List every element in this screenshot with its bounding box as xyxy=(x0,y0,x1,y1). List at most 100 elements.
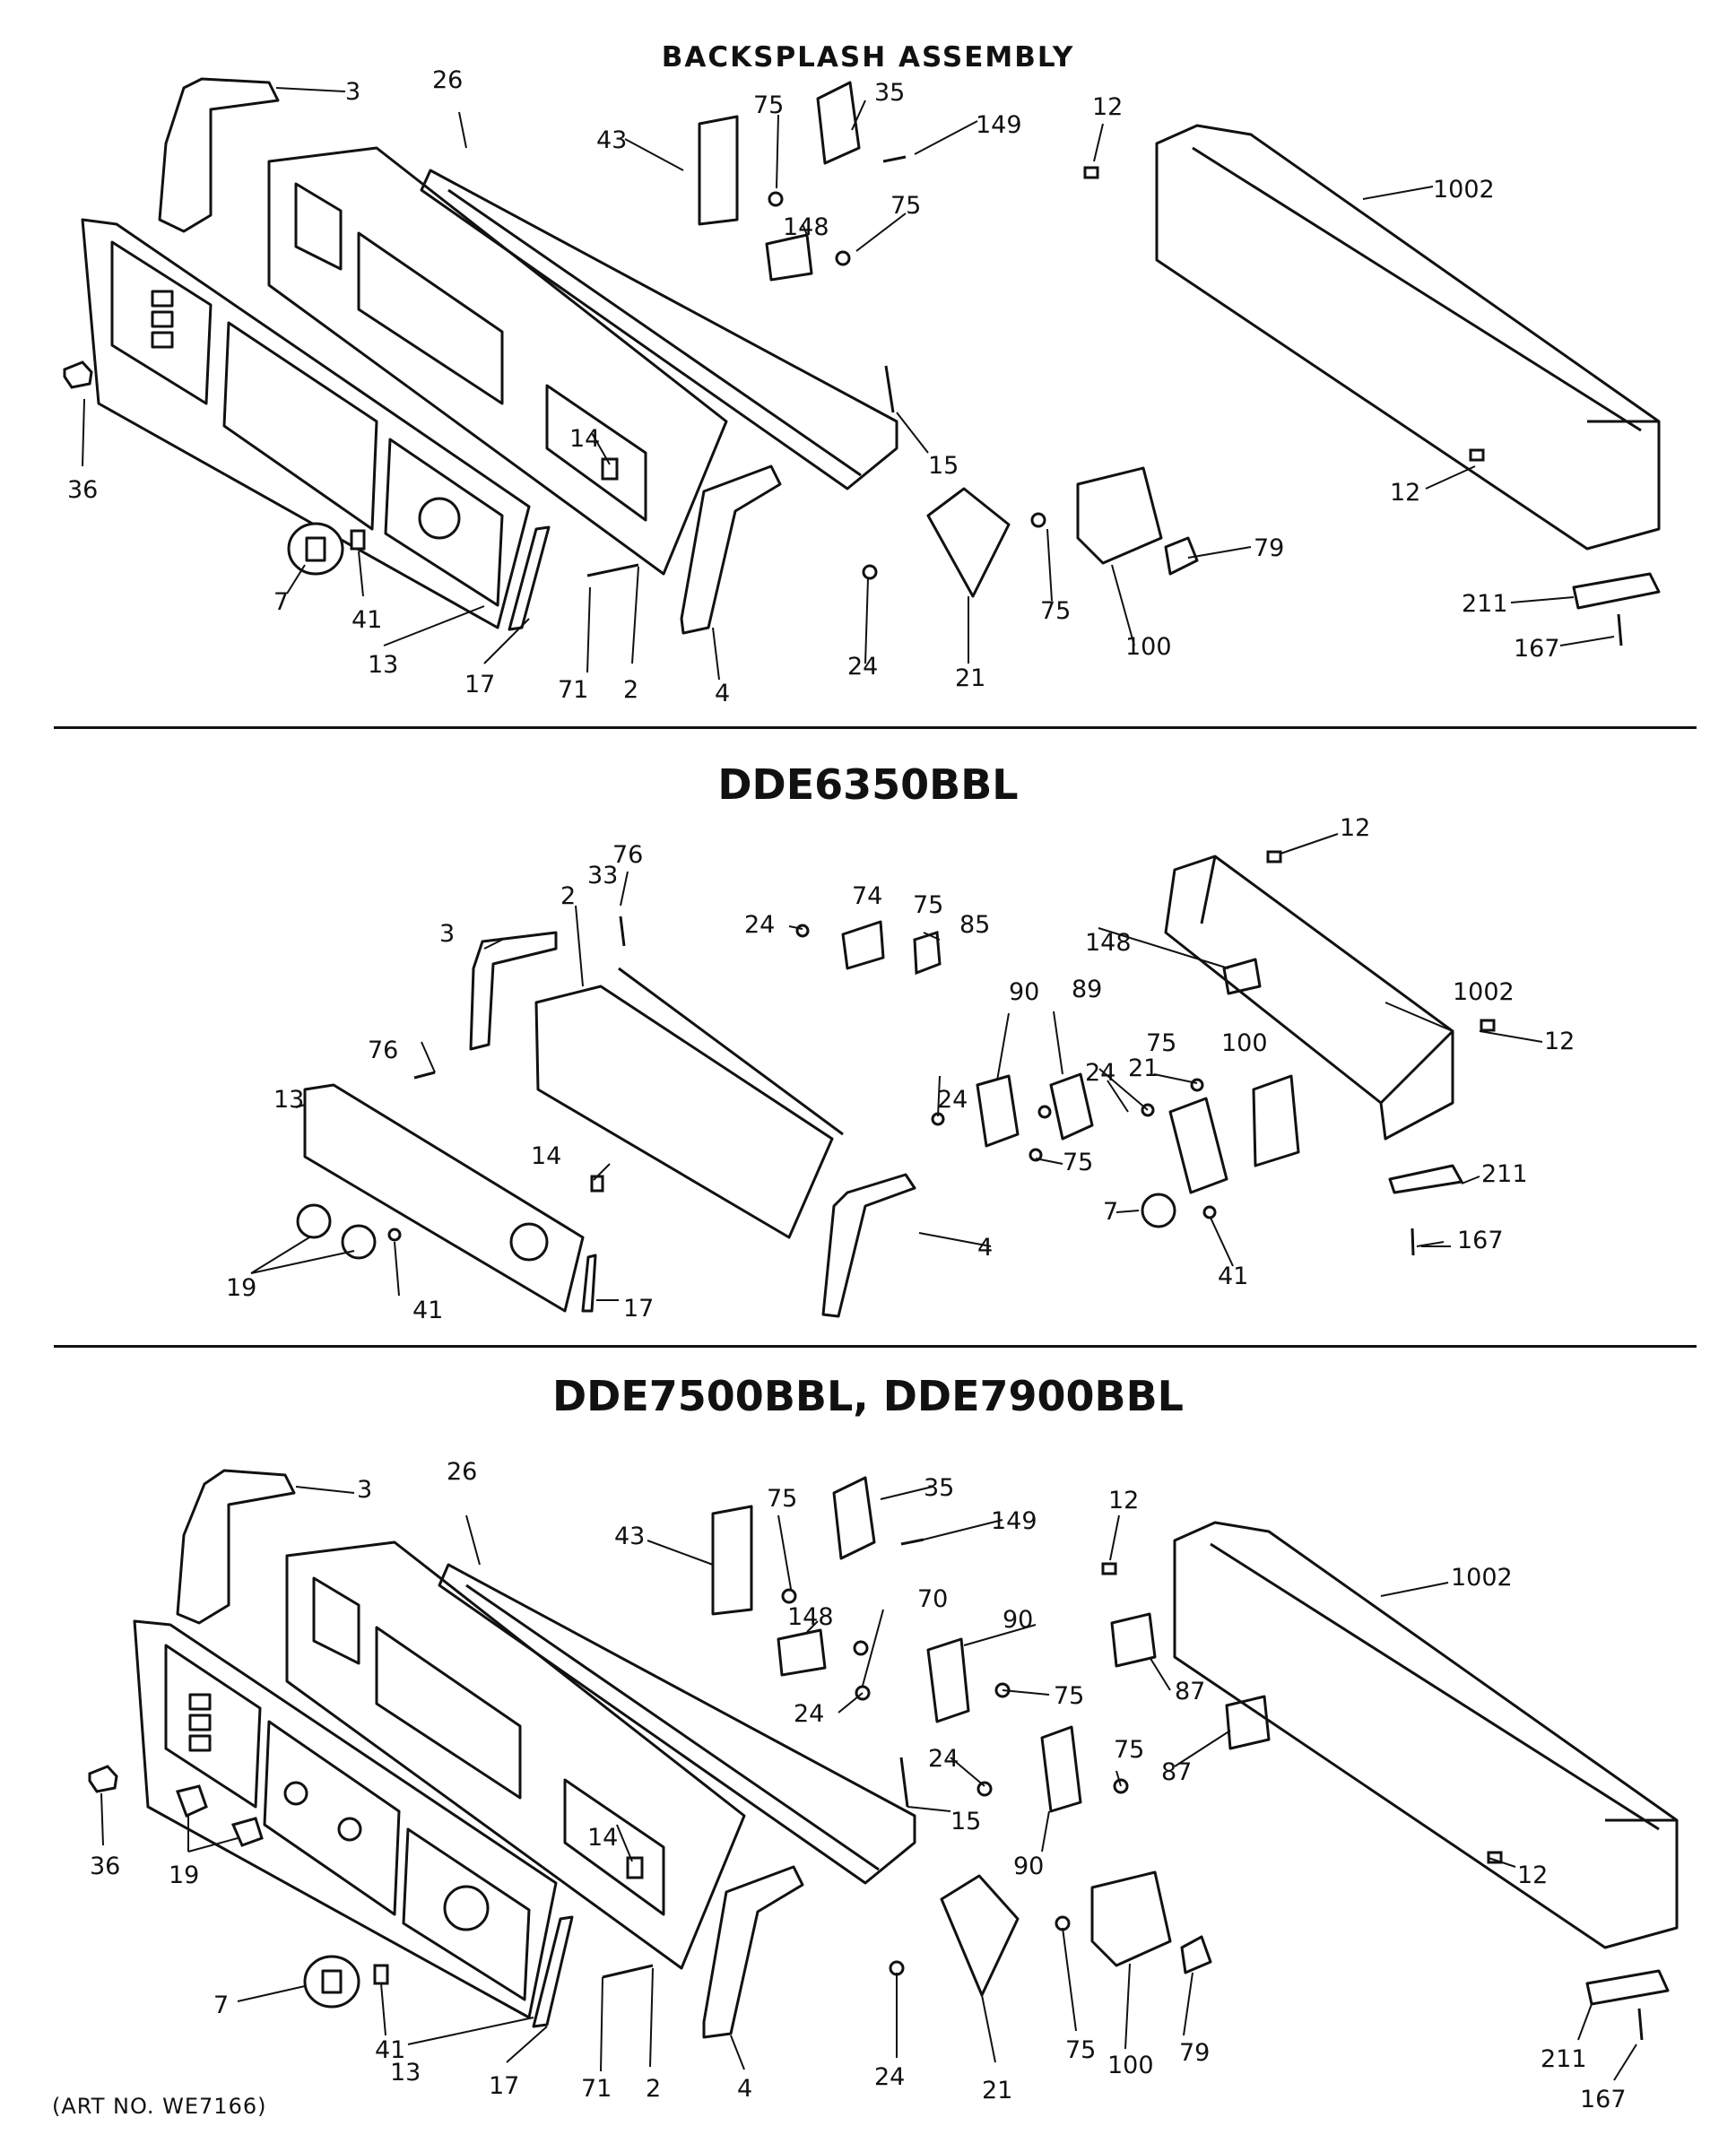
label-74: 74 xyxy=(852,882,882,910)
label-35: 35 xyxy=(874,79,905,107)
model-title-b: DDE7500BBL, DDE7900BBL xyxy=(552,1372,1184,1420)
label-43: 43 xyxy=(614,1523,645,1550)
label-87b: 87 xyxy=(1161,1758,1192,1786)
part-plate-90 xyxy=(926,1637,970,1723)
label-75: 75 xyxy=(753,91,784,119)
part-bracket xyxy=(532,1915,574,2028)
part-console-frame xyxy=(285,1540,746,1970)
label-17: 17 xyxy=(623,1295,654,1323)
label-12: 12 xyxy=(1092,93,1123,121)
model-title-a: DDE6350BBL xyxy=(717,760,1019,809)
label-7: 7 xyxy=(1103,1198,1118,1226)
label-167: 167 xyxy=(1457,1227,1504,1254)
label-3: 3 xyxy=(345,78,360,106)
label-148: 148 xyxy=(1085,929,1132,957)
label-13: 13 xyxy=(368,651,398,679)
label-167: 167 xyxy=(1580,2086,1627,2113)
label-1002: 1002 xyxy=(1433,176,1495,204)
part-plate-21 xyxy=(1168,1097,1228,1194)
part-148 xyxy=(1222,958,1262,995)
part-spring xyxy=(373,1964,389,1985)
label-148: 148 xyxy=(787,1603,834,1631)
label-21: 21 xyxy=(1128,1054,1159,1082)
part-timer xyxy=(1076,466,1163,565)
label-3: 3 xyxy=(439,920,455,948)
label-90b: 90 xyxy=(1013,1853,1044,1880)
part-timer xyxy=(1090,1870,1172,1967)
label-24c: 24 xyxy=(874,2063,905,2091)
label-2: 2 xyxy=(646,2075,661,2103)
label-2: 2 xyxy=(623,676,638,704)
label-41: 41 xyxy=(352,606,382,634)
part-knob-19 xyxy=(296,1203,332,1239)
label-36: 36 xyxy=(90,1853,120,1880)
part-end-cap-left xyxy=(469,931,558,1051)
label-19: 19 xyxy=(226,1274,256,1302)
part-end-cap-right xyxy=(702,1865,804,2039)
part-plate-21 xyxy=(940,1874,1020,1997)
part-switch xyxy=(832,1476,876,1560)
part-clip xyxy=(63,360,93,389)
part-spring xyxy=(350,529,366,551)
part-hinge-bracket xyxy=(1388,1164,1463,1194)
label-167: 167 xyxy=(1514,635,1560,663)
part-bracket xyxy=(508,525,551,631)
label-211: 211 xyxy=(1541,2045,1587,2073)
label-87: 87 xyxy=(1175,1678,1205,1705)
label-24: 24 xyxy=(847,653,878,681)
label-89: 89 xyxy=(1072,976,1102,1003)
label-75b: 75 xyxy=(1054,1682,1084,1710)
section-divider xyxy=(54,1345,1697,1348)
part-bracket-43 xyxy=(698,115,739,226)
label-2: 2 xyxy=(560,882,576,910)
part-bracket xyxy=(581,1254,597,1313)
part-rear-panel xyxy=(1155,124,1661,551)
label-75: 75 xyxy=(913,891,943,919)
part-79 xyxy=(1180,1935,1212,1974)
label-79: 79 xyxy=(1254,534,1284,562)
part-switch xyxy=(816,81,861,165)
part-clip-small xyxy=(601,457,619,481)
part-end-cap-right xyxy=(680,464,782,635)
label-211: 211 xyxy=(1481,1160,1528,1188)
label-71: 71 xyxy=(581,2075,612,2103)
part-console-frame xyxy=(534,985,834,1239)
label-12: 12 xyxy=(1340,814,1370,842)
label-75c: 75 xyxy=(1114,1736,1144,1764)
section-divider xyxy=(54,726,1697,729)
label-4: 4 xyxy=(737,2075,752,2103)
label-24: 24 xyxy=(744,911,775,939)
part-timer xyxy=(1252,1074,1300,1167)
label-41b: 41 xyxy=(412,1297,443,1324)
label-15: 15 xyxy=(928,452,959,480)
section-backsplash-assembly: 3 26 43 75 35 149 12 1002 148 75 15 36 1… xyxy=(63,66,1661,707)
part-rear-panel xyxy=(1164,855,1454,1141)
label-3: 3 xyxy=(357,1476,372,1504)
part-knob-19 xyxy=(341,1224,377,1260)
label-24: 24 xyxy=(794,1700,824,1728)
label-100: 100 xyxy=(1125,633,1172,661)
part-clip-small xyxy=(626,1856,644,1879)
art-number: (ART NO. WE7166) xyxy=(52,2094,267,2119)
part-plate-21 xyxy=(926,487,1011,598)
label-1002: 1002 xyxy=(1451,1564,1513,1592)
label-90: 90 xyxy=(1009,978,1039,1006)
label-70: 70 xyxy=(917,1585,948,1613)
label-85: 85 xyxy=(959,911,990,939)
label-100: 100 xyxy=(1107,2052,1154,2079)
label-75: 75 xyxy=(767,1485,797,1513)
label-14: 14 xyxy=(531,1142,561,1170)
label-14: 14 xyxy=(587,1824,618,1852)
label-19: 19 xyxy=(169,1861,199,1889)
label-90: 90 xyxy=(1003,1606,1033,1634)
part-end-cap-right xyxy=(821,1173,916,1318)
part-89 xyxy=(1049,1072,1094,1141)
part-bracket-43 xyxy=(711,1505,753,1616)
part-hinge-bracket xyxy=(1572,572,1661,610)
label-36: 36 xyxy=(67,476,98,504)
section-dde7500bbl-dde7900bbl: 3 26 35 75 43 149 12 1002 70 148 90 24 7… xyxy=(88,1458,1679,2113)
label-75b: 75 xyxy=(890,192,921,220)
part-knob xyxy=(287,522,344,576)
label-4: 4 xyxy=(715,680,730,707)
